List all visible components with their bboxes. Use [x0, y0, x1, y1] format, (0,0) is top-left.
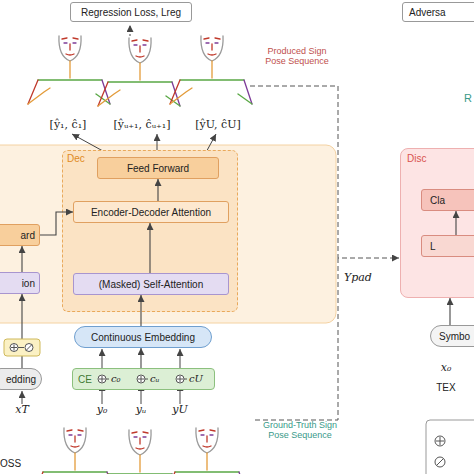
input-label: yU — [170, 404, 190, 417]
input-label: xT — [10, 404, 34, 417]
counter-value: cᵤ — [150, 373, 160, 384]
sequence-dashed-line — [255, 258, 338, 420]
flow-arrow — [140, 295, 141, 326]
box-label: edding — [6, 374, 36, 385]
add-symbol — [435, 436, 445, 446]
pose-figure — [170, 36, 252, 104]
pose-figure — [98, 430, 180, 474]
feed-forward-box: Feed Forward — [97, 157, 219, 179]
output-label: [ŷᵤ₊₁, ĉᵤ₊₁] — [97, 119, 187, 132]
sequence-dashed-line — [250, 86, 399, 258]
pose-figure — [28, 36, 110, 104]
flow-arrow — [449, 298, 450, 325]
null-symbol — [25, 344, 33, 352]
decoder-block: DecFeed ForwardEncoder-Decoder Attention… — [62, 150, 238, 312]
null-symbol-mark — [26, 345, 32, 351]
counter-value: c₀ — [111, 373, 121, 384]
attention-box: ion — [0, 272, 40, 294]
symbol-key-box — [426, 420, 474, 474]
model-panel — [0, 145, 336, 323]
box-label: ion — [22, 278, 35, 289]
layer-box: L — [421, 235, 474, 257]
add-symbol — [10, 344, 18, 352]
pose-figure — [165, 428, 247, 474]
embedding-arrow — [180, 349, 181, 368]
output-label: [ŷ₁, ĉ₁] — [38, 119, 98, 132]
classifier-box: Cla — [421, 189, 474, 211]
null-symbol — [435, 457, 445, 467]
cut-label: TEX — [426, 382, 466, 394]
output-label: [ŷU, ĉU] — [188, 119, 248, 132]
flow-arrow — [157, 179, 158, 201]
pose-figure — [33, 428, 115, 474]
signal-label: Ypad — [344, 272, 384, 285]
discriminator-block: DiscClaL — [400, 148, 474, 298]
input-arrow — [22, 391, 23, 404]
cut-label: OSS — [0, 458, 40, 470]
box-label: Regression Loss, Lreg — [81, 7, 181, 18]
box-label: Feed Forward — [127, 163, 189, 174]
sequence-label: Produced Sign Pose Sequence — [258, 46, 336, 67]
input-label: x₀ — [436, 362, 456, 375]
feed-forward-box: ard — [0, 224, 40, 246]
counter-value: cU — [189, 373, 203, 384]
counter-embedding-band: CE c₀ cᵤ cU — [72, 368, 215, 390]
embedding-box: edding — [0, 368, 42, 390]
sequence-label: Ground-Truth Sign Pose Sequence — [258, 420, 342, 441]
null-symbol-mark — [437, 459, 444, 466]
box-label: L — [430, 241, 436, 252]
loss-box: Regression Loss, Lreg — [70, 2, 192, 22]
flow-arrow — [455, 211, 456, 235]
box-label: (Masked) Self-Attention — [99, 279, 204, 290]
box-label: Adversa — [409, 7, 446, 18]
box-label: Cla — [430, 195, 445, 206]
flow-arrow — [40, 212, 73, 235]
flow-arrow — [140, 348, 141, 368]
block-title: Dec — [67, 153, 85, 164]
embedding-arrow — [102, 349, 103, 368]
loss-arrow — [130, 25, 131, 36]
flow-arrow — [21, 246, 22, 272]
add-symbol-mark — [11, 345, 24, 351]
loss-box: Adversa — [402, 2, 474, 22]
box-label: Encoder-Decoder Attention — [91, 207, 211, 218]
attention-box: Encoder-Decoder Attention — [73, 201, 229, 223]
box-label: ard — [21, 230, 35, 241]
embedding-box: Symbo — [430, 325, 474, 347]
embedding-box: Continuous Embedding — [74, 326, 212, 348]
input-label: yᵤ — [131, 404, 151, 417]
flow-arrow — [21, 294, 22, 368]
flow-arrow — [149, 223, 150, 273]
band-title: CE — [78, 374, 92, 385]
add-symbol-mark — [436, 437, 444, 445]
box-label: Continuous Embedding — [91, 332, 195, 343]
counter-box — [4, 339, 40, 356]
attention-box: (Masked) Self-Attention — [73, 273, 229, 295]
box-label: Symbo — [439, 331, 470, 342]
input-label: y₀ — [92, 404, 112, 417]
pose-figure — [98, 38, 180, 106]
cut-label: R — [464, 92, 474, 105]
block-title: Disc — [407, 153, 426, 164]
